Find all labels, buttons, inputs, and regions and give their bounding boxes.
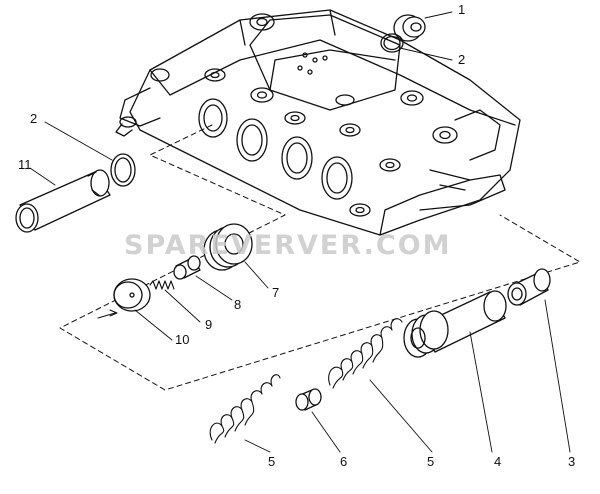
watermark-text: SPAREVERVER.COM [124, 230, 452, 261]
valve-body-housing [115, 9, 521, 236]
label-part-5-upper: 5 [427, 454, 435, 469]
label-part-3: 3 [568, 454, 576, 469]
label-part-4: 4 [494, 454, 502, 469]
label-part-5-lower: 5 [268, 454, 276, 469]
spring-part-9 [149, 280, 175, 290]
spring-part-5-lower [209, 374, 281, 444]
label-part-6: 6 [340, 454, 348, 469]
label-part-9: 9 [205, 317, 213, 332]
end-cap-part-3 [507, 268, 551, 306]
label-part-2-lower: 2 [30, 111, 38, 126]
o-ring-part-2-lower [110, 153, 136, 187]
label-part-1: 1 [458, 2, 466, 17]
label-part-2-upper: 2 [458, 52, 466, 67]
label-part-11: 11 [18, 157, 32, 172]
o-ring-part-2-upper [380, 33, 404, 53]
sleeve-part-11 [15, 169, 111, 233]
disc-part-10 [113, 278, 151, 312]
bushing-part-8 [173, 255, 201, 280]
spool-part-4 [403, 290, 507, 358]
cap-plug-part-1 [393, 14, 426, 42]
leader-lines [59, 124, 581, 391]
callout-lines [29, 11, 571, 453]
spring-part-5-upper [328, 318, 403, 389]
plug-part-6 [295, 388, 322, 411]
label-part-7: 7 [272, 285, 280, 300]
label-part-10: 10 [175, 332, 190, 347]
label-part-8: 8 [234, 297, 242, 312]
coil-part-7 [203, 223, 253, 271]
